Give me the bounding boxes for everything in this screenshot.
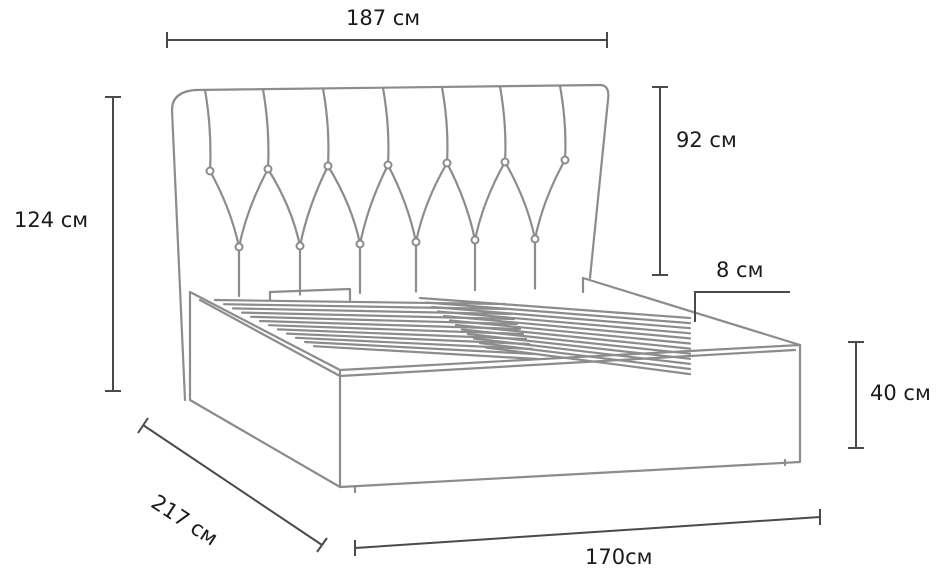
headboard [170, 83, 610, 402]
tuft-button [323, 161, 333, 171]
tuft-seam [445, 160, 507, 242]
tuft-seam [503, 158, 567, 241]
tuft-button [234, 242, 244, 252]
tuft-button [263, 164, 273, 174]
headboard-height-label: 92 см [676, 128, 737, 152]
slat [222, 301, 692, 325]
tuft-seam [326, 163, 390, 246]
tuft-seam [261, 88, 270, 171]
tuft-button [383, 160, 393, 170]
tuft-seam [558, 84, 567, 162]
tuft-button [500, 157, 510, 167]
tuft-seam [498, 85, 507, 164]
tuft-button [205, 166, 215, 176]
tuft-button [411, 237, 421, 247]
tuft-seam [321, 87, 330, 168]
tuft-seam [381, 86, 390, 167]
tuft-button [560, 155, 570, 165]
headboard-thickness-label: 8 см [716, 258, 764, 282]
slat [276, 328, 692, 355]
tuft-button [355, 239, 365, 249]
tuft-button [442, 158, 452, 168]
tuft-button [295, 241, 305, 251]
total-height-label: 124 см [14, 208, 89, 232]
width-bottom-label: 170см [585, 545, 653, 569]
tuft-seam [203, 88, 212, 173]
tuft-seam [440, 86, 449, 165]
width-top-label: 187 см [346, 6, 421, 30]
tuft-button [470, 235, 480, 245]
bed-base [188, 276, 802, 494]
slat [294, 336, 692, 365]
slat [285, 332, 692, 360]
base-height-label: 40 см [870, 381, 931, 405]
tuft-seam [266, 164, 330, 248]
tuft-seam [386, 161, 449, 244]
slat [312, 345, 692, 376]
slat [303, 340, 692, 371]
slat [213, 296, 692, 320]
tuft-button [530, 234, 540, 244]
dimension-lines [105, 32, 864, 556]
tuft-seam [208, 167, 270, 249]
